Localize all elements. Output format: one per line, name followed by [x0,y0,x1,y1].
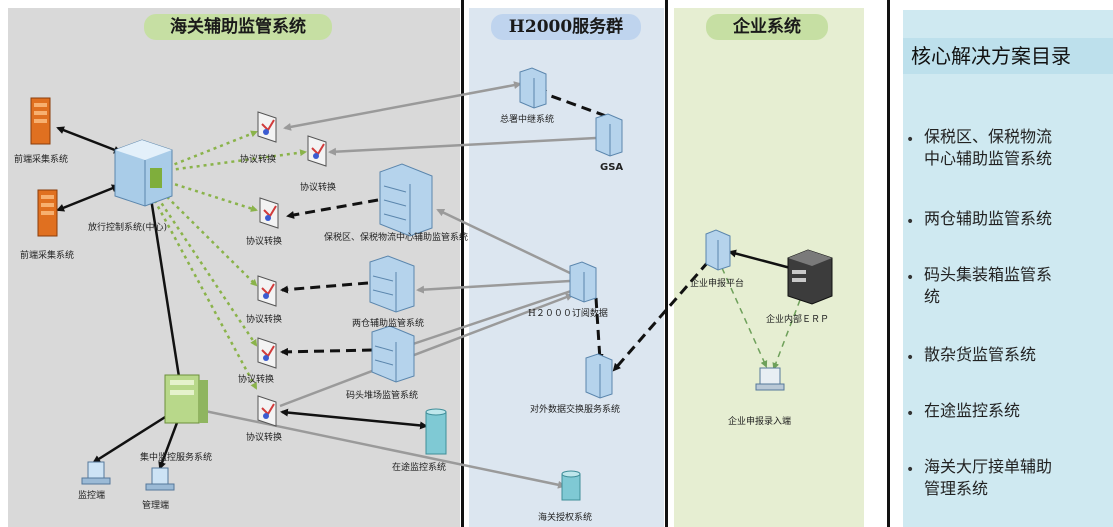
bullet-icon: • [906,132,915,148]
core-item: 码头集装箱监管系 统 [924,264,1112,308]
customs-auth-label: 海关授权系统 [538,511,592,523]
bullet-icon: • [906,406,915,422]
wharf-yard-server-icon [371,325,415,383]
bonded-system-server-icon [379,163,433,237]
protocol-converter-icon [307,135,327,167]
divider-line [665,0,668,527]
bullet-icon: • [906,350,915,366]
enterprise-erp-label: 企业内部ＥＲＰ [766,313,829,325]
gray-connectors [199,81,597,489]
transit-monitor-cylinder-icon [425,408,447,455]
divider-line [461,0,464,527]
enterprise-input-label: 企业申报录入端 [728,415,791,427]
core-item-line: 码头集装箱监管系 [924,265,1053,284]
h2000-subscription-server-icon [569,261,597,303]
front-collection-label: 前端采集系统 [20,249,74,261]
bonded-system-label: 保税区、保税物流中心辅助监管系统 [324,231,468,243]
core-item-line: 中心辅助监管系统 [924,149,1053,168]
protocol-convert-label: 协议转换 [246,313,282,325]
protocol-convert-label: 协议转换 [246,431,282,443]
bullet-icon: • [906,462,915,478]
enterprise-platform-server-icon [705,229,731,271]
protocol-converter-icon [259,197,279,229]
release-control-label: 放行控制系统(中心) [88,221,167,233]
h2000-subscription-label: H２０００订阅数据 [528,307,608,319]
protocol-converter-icon [257,395,277,427]
core-item-line: 海关大厅接单辅助 [924,457,1053,476]
customs-header: 海关辅助监管系统 [144,14,332,40]
exchange-system-label: 对外数据交换服务系统 [530,403,620,415]
core-solutions-panel [903,10,1113,527]
core-item-line: 在途监控系统 [924,401,1021,420]
core-item-line: 两仓辅助监管系统 [924,209,1053,228]
gsa-server-icon [595,113,623,157]
enterprise-header: 企业系统 [706,14,828,40]
two-warehouse-label: 两仓辅助监管系统 [352,317,424,329]
core-item-line: 保税区、保税物流 [924,127,1053,146]
core-item: 在途监控系统 [924,400,1112,422]
core-item-line: 散杂货监管系统 [924,345,1037,364]
protocol-converter-icon [257,337,277,369]
hq-relay-label: 总署中继系统 [500,113,554,125]
black-solid-connectors [56,126,800,470]
central-monitor-label: 集中监控服务系统 [140,451,212,463]
enterprise-erp-server-icon [787,249,833,305]
bullet-icon: • [906,270,915,286]
enterprise-input-terminal-icon [755,367,785,391]
central-monitor-server-icon [164,374,208,424]
protocol-convert-label: 协议转换 [246,235,282,247]
core-solutions-title: 核心解决方案目录 [903,38,1113,74]
divider-line [887,0,890,527]
monitor-terminal-icon [81,461,111,485]
gsa-label: GSA [600,162,623,173]
transit-monitor-label: 在途监控系统 [392,461,446,473]
wharf-yard-label: 码头堆场监管系统 [346,389,418,401]
core-item: 保税区、保税物流 中心辅助监管系统 [924,126,1112,170]
manage-terminal-icon [145,467,175,491]
enterprise-dashed-connectors [721,267,801,370]
customs-auth-server-icon [561,470,581,501]
core-item: 散杂货监管系统 [924,344,1112,366]
release-control-server-icon [114,139,173,207]
monitor-terminal-label: 监控端 [78,489,105,501]
core-item: 两仓辅助监管系统 [924,208,1112,230]
protocol-converter-icon [257,111,277,143]
exchange-server-icon [585,353,613,399]
manage-terminal-label: 管理端 [142,499,169,511]
protocol-convert-label: 协议转换 [238,373,274,385]
h2000-header: H2000服务群 [491,14,641,40]
bullet-icon: • [906,214,915,230]
protocol-converter-icon [257,275,277,307]
protocol-convert-label: 协议转换 [300,181,336,193]
front-collection-cabinet-icon [30,97,51,145]
two-warehouse-server-icon [369,255,415,313]
core-item-line: 管理系统 [924,479,989,498]
front-collection-cabinet-icon [37,189,58,237]
hq-relay-server-icon [519,67,547,109]
front-collection-label: 前端采集系统 [14,153,68,165]
core-item-line: 统 [924,287,941,306]
black-dashed-connectors [280,90,710,372]
protocol-convert-label: 协议转换 [240,153,276,165]
core-item: 海关大厅接单辅助 管理系统 [924,456,1112,500]
enterprise-platform-label: 企业申报平台 [690,277,744,289]
